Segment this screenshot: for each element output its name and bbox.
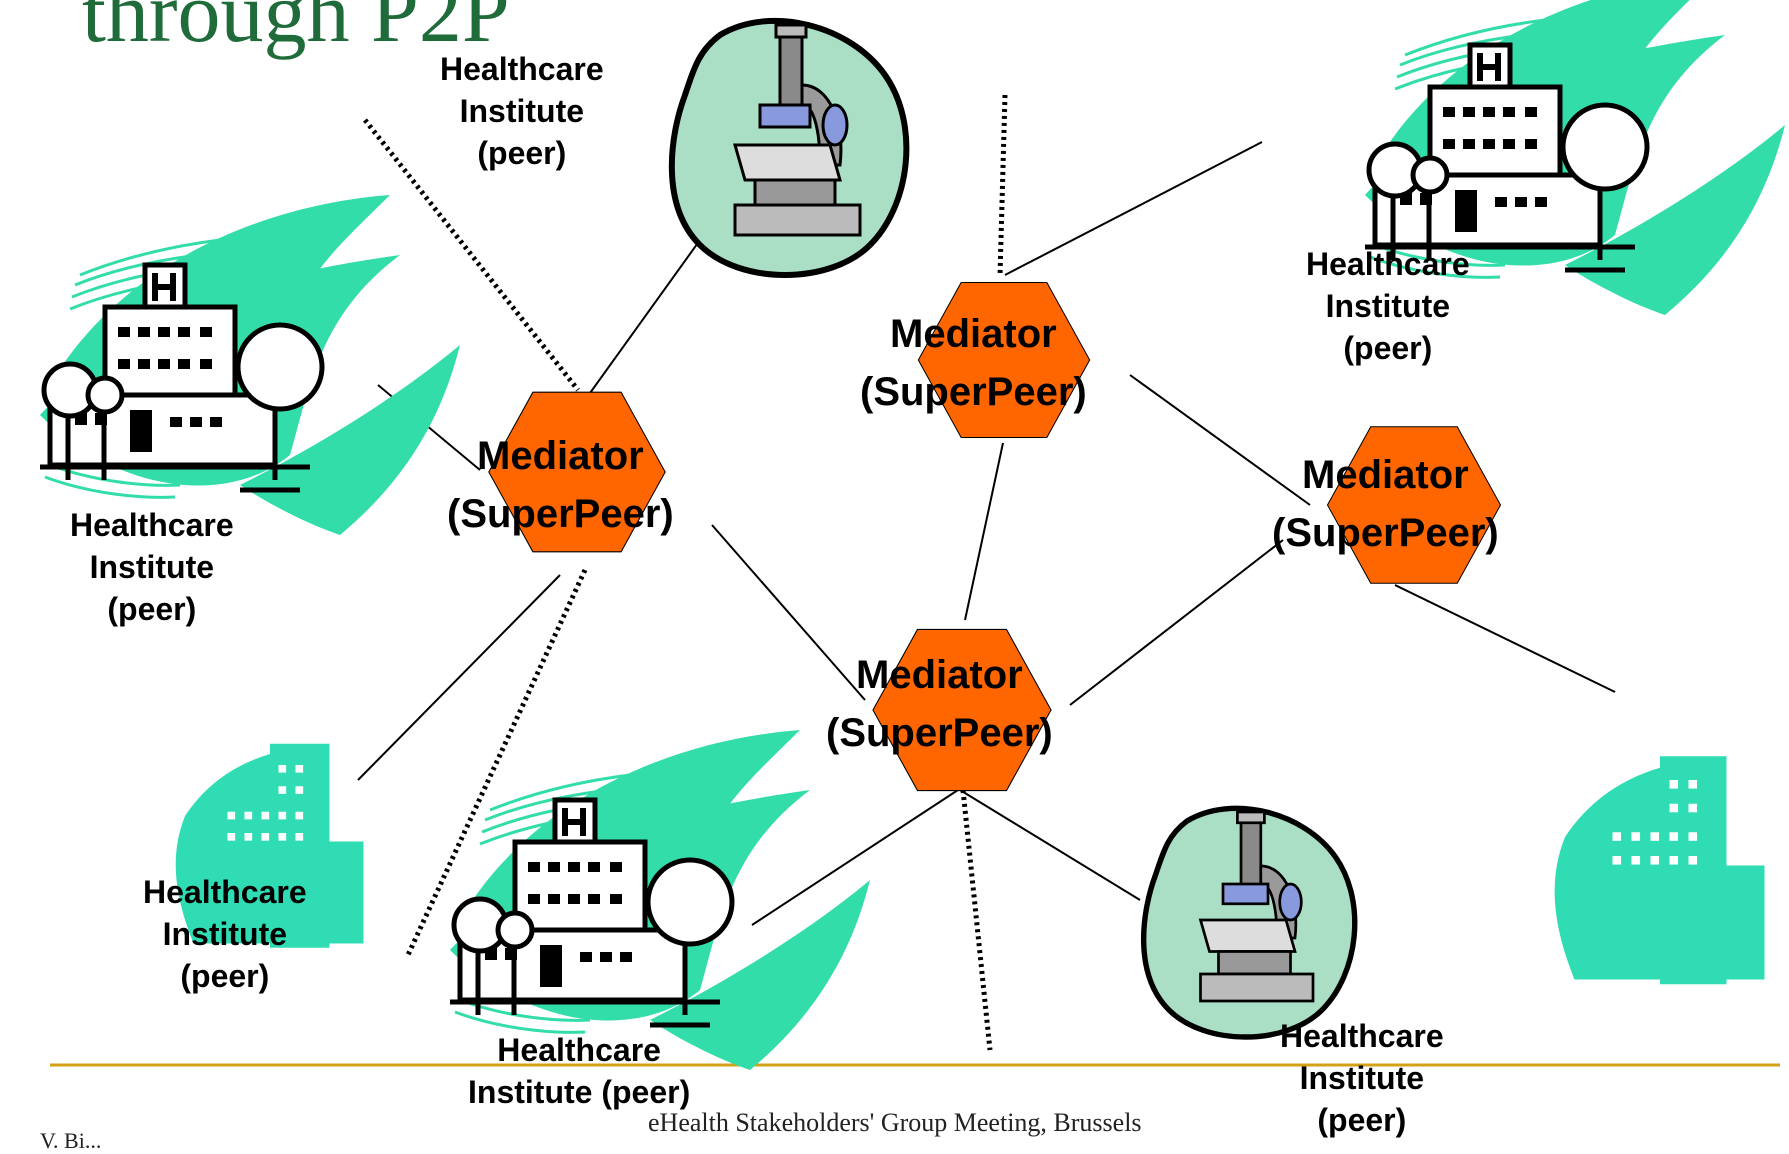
mediator-label-line: (SuperPeer)	[826, 711, 1053, 755]
connections	[357, 141, 1616, 926]
mediator-label-line: Mediator	[890, 312, 1057, 356]
peer-label-line: (peer)	[477, 135, 567, 172]
peer-label-line: (peer)	[1343, 330, 1433, 367]
peer-label: Healthcare Institute (peer)	[143, 871, 307, 998]
peer-label-line: Institute (peer)	[468, 1074, 691, 1111]
partition-lines	[363, 94, 1008, 1051]
microscope-icon	[672, 21, 907, 275]
mediator-label-line: Mediator	[1302, 453, 1469, 497]
peer-label-line: Institute	[1325, 288, 1451, 325]
peer-label: Healthcare Institute (peer)	[440, 48, 604, 175]
mediator-label-line: (SuperPeer)	[447, 492, 674, 536]
slide-footer: eHealth Stakeholders' Group Meeting, Bru…	[648, 1108, 1142, 1137]
peer-label: Healthcare Institute (peer)	[1280, 1015, 1444, 1142]
peer-label: Healthcare Institute (peer)	[1306, 243, 1470, 370]
hospital-plain-icon	[1554, 756, 1765, 985]
peer-label: Healthcare Institute (peer)	[468, 1029, 690, 1113]
mediator-label: Mediator (SuperPeer)	[826, 646, 1053, 762]
peer-label-line: Institute	[459, 93, 585, 130]
microscope-icon	[1144, 808, 1355, 1037]
mediator-label: Mediator (SuperPeer)	[860, 305, 1087, 421]
peer-label-line: Healthcare	[440, 51, 604, 87]
peer-label-line: Healthcare	[1306, 246, 1470, 282]
mediator-label-line: (SuperPeer)	[860, 370, 1087, 414]
hospital-icon	[40, 195, 460, 535]
peer-label-line: Healthcare	[70, 507, 234, 543]
peer-label-line: Institute	[89, 549, 215, 586]
peer-label: Healthcare Institute (peer)	[70, 504, 234, 631]
peer-label-line: Institute	[162, 916, 288, 953]
mediator-label-line: Mediator	[477, 434, 644, 478]
mediator-label: Mediator (SuperPeer)	[1272, 446, 1499, 562]
hospital-icon	[450, 730, 870, 1070]
peer-label-line: (peer)	[180, 958, 270, 995]
peer-label-line: (peer)	[1317, 1102, 1407, 1139]
peer-label-line: Healthcare	[497, 1032, 661, 1068]
slide-author: V. Bi...	[40, 1128, 102, 1153]
mediator-label: Mediator (SuperPeer)	[447, 427, 674, 543]
peer-label-line: Healthcare	[1280, 1018, 1444, 1054]
slide-title: through P2P	[82, 0, 510, 60]
peer-label-line: Institute	[1299, 1060, 1425, 1097]
mediator-label-line: (SuperPeer)	[1272, 511, 1499, 555]
peer-label-line: Healthcare	[143, 874, 307, 910]
mediator-label-line: Mediator	[856, 653, 1023, 697]
peer-label-line: (peer)	[107, 591, 197, 628]
